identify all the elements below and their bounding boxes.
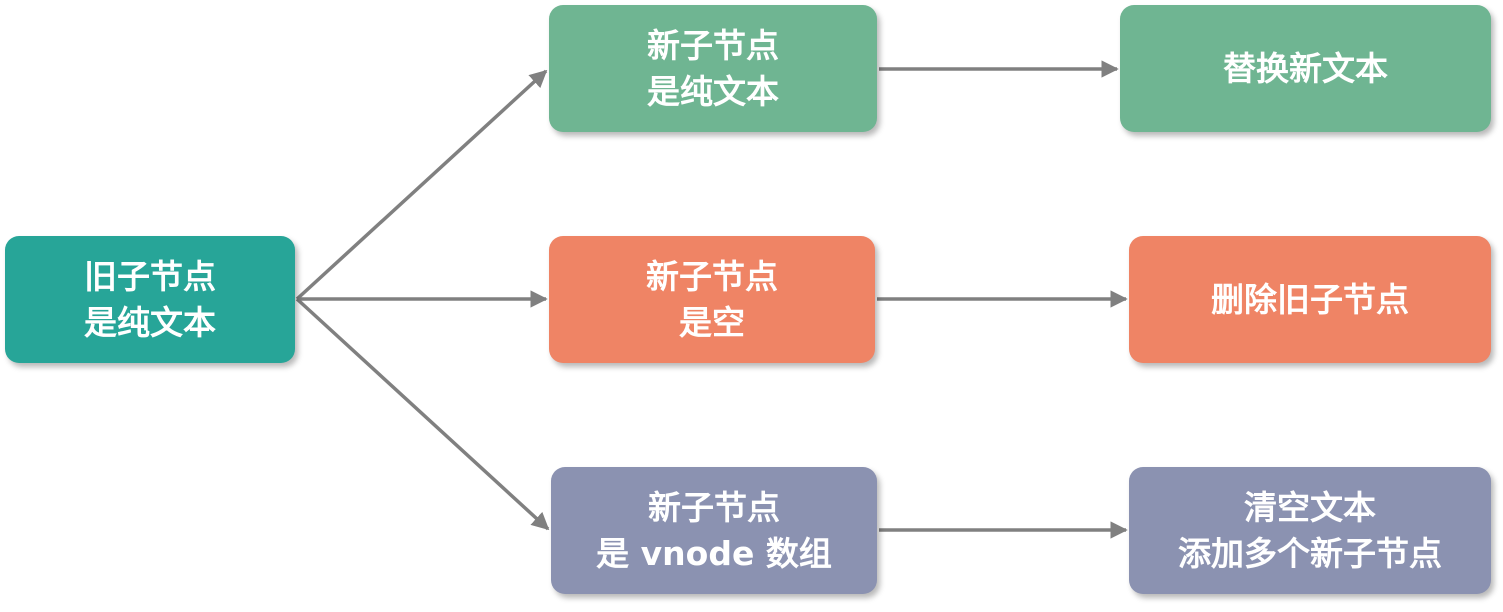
node-label-line: 添加多个新子节点: [1178, 533, 1442, 573]
node-label-line: 是纯文本: [84, 302, 216, 342]
node-label-line: 是空: [679, 302, 745, 342]
node-label-line: 是纯文本: [647, 71, 779, 111]
old-children-text-node: 旧子节点 是纯文本: [5, 236, 295, 363]
node-label-line: 是 vnode 数组: [596, 533, 832, 573]
arrow-root-to-array-condition: [295, 297, 550, 531]
node-label-line: 清空文本: [1244, 487, 1376, 527]
new-children-array-node: 新子节点 是 vnode 数组: [551, 467, 877, 594]
node-label-line: 新子节点: [648, 487, 780, 527]
remove-old-children-node: 删除旧子节点: [1129, 236, 1491, 363]
node-label-line: 新子节点: [646, 256, 778, 296]
clear-text-mount-children-node: 清空文本 添加多个新子节点: [1129, 467, 1491, 594]
node-label-line: 旧子节点: [84, 256, 216, 296]
arrow-root-to-text-condition: [295, 69, 548, 301]
new-children-empty-node: 新子节点 是空: [549, 236, 875, 363]
new-children-text-node: 新子节点 是纯文本: [549, 5, 877, 132]
node-label-line: 替换新文本: [1223, 48, 1388, 88]
node-label-line: 新子节点: [647, 25, 779, 65]
node-label-line: 删除旧子节点: [1211, 279, 1409, 319]
replace-text-node: 替换新文本: [1120, 5, 1491, 132]
